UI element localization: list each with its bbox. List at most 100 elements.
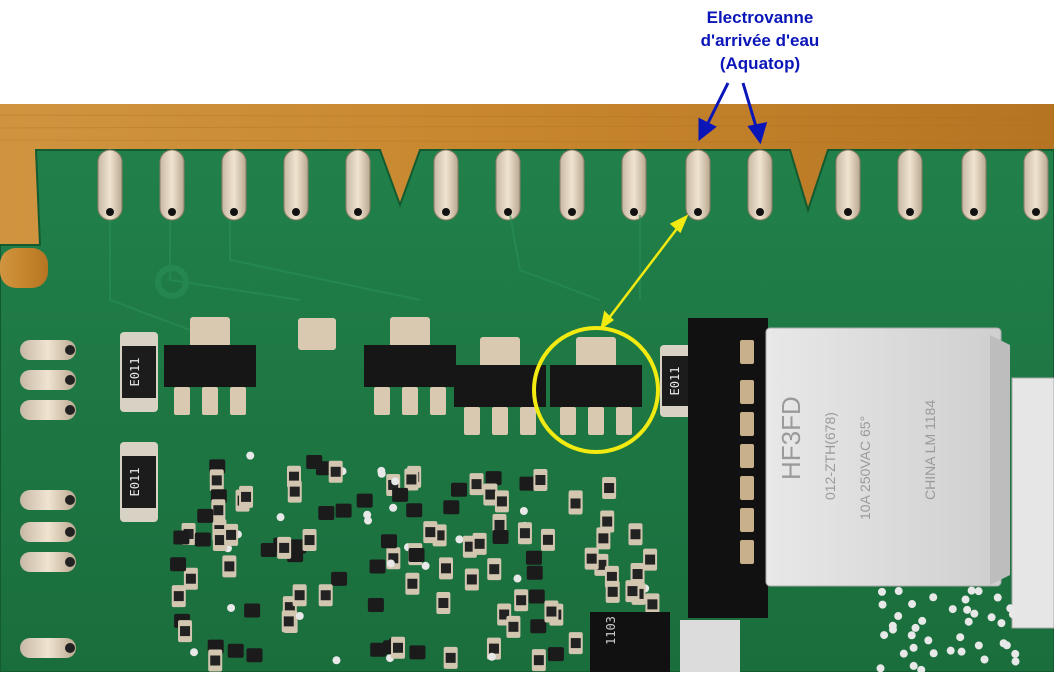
regulator [164,317,256,415]
second-relay [1011,377,1054,629]
smd-transistor [260,543,277,558]
smd-part [211,499,226,522]
connector-pin [747,149,773,221]
via [894,612,903,621]
annotation-line-1: Electrovanne [706,8,814,27]
via [455,535,464,544]
smd-part [568,492,583,515]
bottom-block [680,620,740,672]
smd-transistor [409,645,426,660]
via [907,631,916,640]
smd-transistor [369,559,386,574]
via [924,636,933,645]
via [877,587,886,596]
voltage-regulators [164,317,642,435]
smd-part [404,468,419,491]
via [1006,604,1015,613]
annotation-arrows [698,82,768,145]
via [899,649,908,658]
smd-part [277,536,292,559]
via [1008,610,1017,619]
via [487,652,496,661]
smd-transistor [392,487,409,502]
smd-transistor [547,647,564,662]
via [999,639,1008,648]
via [974,587,983,596]
smd-part [531,649,546,672]
smd-part [517,522,532,545]
smd-transistor [406,503,423,518]
resistor-marking-3: E011 [668,367,682,396]
via [513,574,522,583]
via [519,507,528,516]
via [956,633,965,642]
smd-part [600,510,615,533]
regulator [364,317,456,415]
via [980,655,989,664]
smd-part [281,610,296,633]
via [332,656,341,665]
smd-part [487,558,502,581]
relay: HF3FD 012-ZTH(678) 10A 250VAC 65° CHINA … [765,327,1010,587]
smd-transistor [246,648,263,663]
smd-transistor [492,530,509,545]
smd-resistor-2: E011 [120,442,158,522]
via [386,559,395,568]
via [1011,657,1020,666]
smd-part [328,460,343,483]
smd-part [224,523,239,546]
smd-part [568,632,583,655]
smd-part [584,547,599,570]
connector-pin [221,149,247,221]
regulator [454,337,546,435]
smd-part [628,523,643,546]
smd-part [494,490,509,513]
connector-pin [961,149,987,221]
via [1011,649,1020,658]
smd-transistor [519,476,536,491]
via [993,593,1002,602]
via [929,649,938,658]
relay-model: HF3FD [776,396,806,480]
smd-transistor [380,534,397,549]
smd-transistor [356,493,373,508]
connector-pin [345,149,371,221]
via [987,613,996,622]
connector-pin [159,149,185,221]
via [276,513,285,522]
pad [20,490,76,510]
smd-transistor [306,455,323,470]
smd-part [544,600,559,623]
via [918,616,927,625]
smd-part [630,563,645,586]
smd-part [605,580,620,603]
smd-transistor [318,505,335,520]
smd-part [602,477,617,500]
regulator [550,337,642,435]
smd-part [436,591,451,614]
smd-transistor [525,550,542,565]
via [391,477,400,486]
connector-pin [283,149,309,221]
connector-pin [621,149,647,221]
pad [20,400,76,420]
via [389,503,398,512]
smd-transistor [335,503,352,518]
smd-part [596,527,611,550]
via [909,661,918,670]
smd-part [438,557,453,580]
left-connector-pads [20,340,76,658]
smd-part [391,636,406,659]
pad [20,522,76,542]
smd-transistor [526,565,543,580]
smd-transistor [443,500,460,515]
smd-part [469,473,484,496]
annotation-line-2: d'arrivée d'eau [700,31,820,50]
via [929,593,938,602]
via [190,648,199,657]
smd-part [209,469,224,492]
smd-transistor [227,643,244,658]
connector-pin [1023,149,1049,221]
smd-transistor [170,557,187,572]
